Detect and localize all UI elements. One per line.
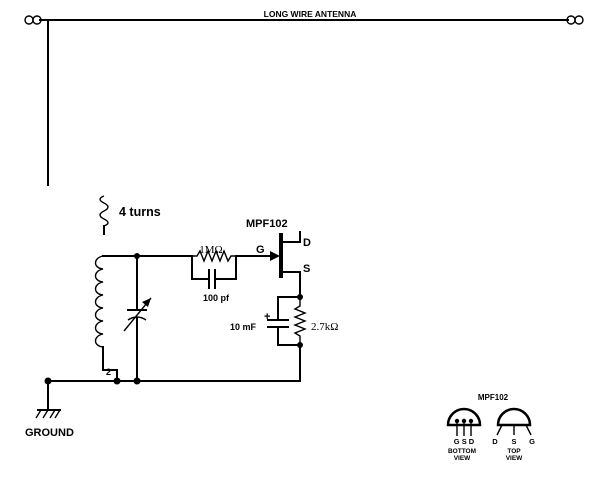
gate-pin-label: G [256, 244, 265, 256]
antenna-label: LONG WIRE ANTENNA [264, 9, 357, 19]
coupling-coil-label: 4 turns [119, 205, 161, 219]
tank-top-junction [134, 253, 140, 259]
ground-label: GROUND [25, 427, 74, 439]
pinout-title: MPF102 [478, 393, 509, 402]
transistor-label: MPF102 [246, 218, 288, 230]
coupling-coil: 4 turns [99, 195, 161, 235]
bottom-view-pins: G S D [454, 437, 475, 446]
source-top-junction [297, 294, 303, 300]
top-view: D S G TOP VIEW [492, 407, 535, 462]
antenna-right-insulator [566, 15, 584, 25]
top-view-caption-1: TOP [507, 448, 521, 455]
ground-symbol: GROUND [25, 380, 74, 439]
gate-capacitor-label: 100 pf [203, 293, 230, 303]
source-resistor: 2.7kΩ [293, 297, 338, 345]
source-pin-label: S [303, 263, 310, 275]
gate-resistor: 1MΩ [191, 244, 237, 280]
bottom-view-caption-2: VIEW [454, 455, 471, 462]
bottom-view: G S D BOTTOM VIEW [446, 407, 482, 462]
gate-resistor-label: 1MΩ [199, 244, 222, 256]
tuning-coil: 2 [94, 255, 118, 382]
bottom-view-caption-1: BOTTOM [448, 448, 476, 455]
jfet-transistor: MPF102 G D S [235, 218, 311, 298]
capacitor-polarity: + [264, 311, 270, 323]
coil-tap-label: 2 [106, 367, 111, 377]
gate-capacitor: 100 pf [191, 269, 237, 303]
source-bottom-junction [297, 342, 303, 348]
top-view-pin-d: D [492, 437, 498, 446]
top-view-pin-s: S [511, 437, 516, 446]
top-view-caption-2: VIEW [506, 455, 523, 462]
pinout-diagram: MPF102 G S D BOTTOM VIEW D S G TOP VIEW [446, 393, 535, 462]
source-capacitor-label: 10 mF [230, 322, 257, 332]
drain-pin-label: D [303, 237, 311, 249]
antenna-left-insulator [24, 15, 42, 25]
source-capacitor: + 10 mF [230, 296, 289, 346]
capacitor-ground-junction [133, 377, 141, 385]
variable-capacitor [123, 255, 152, 382]
top-view-pin-g: G [529, 437, 535, 446]
antenna: LONG WIRE ANTENNA [24, 9, 584, 186]
source-resistor-label: 2.7kΩ [311, 321, 338, 333]
coil-tap-junction [113, 377, 121, 385]
